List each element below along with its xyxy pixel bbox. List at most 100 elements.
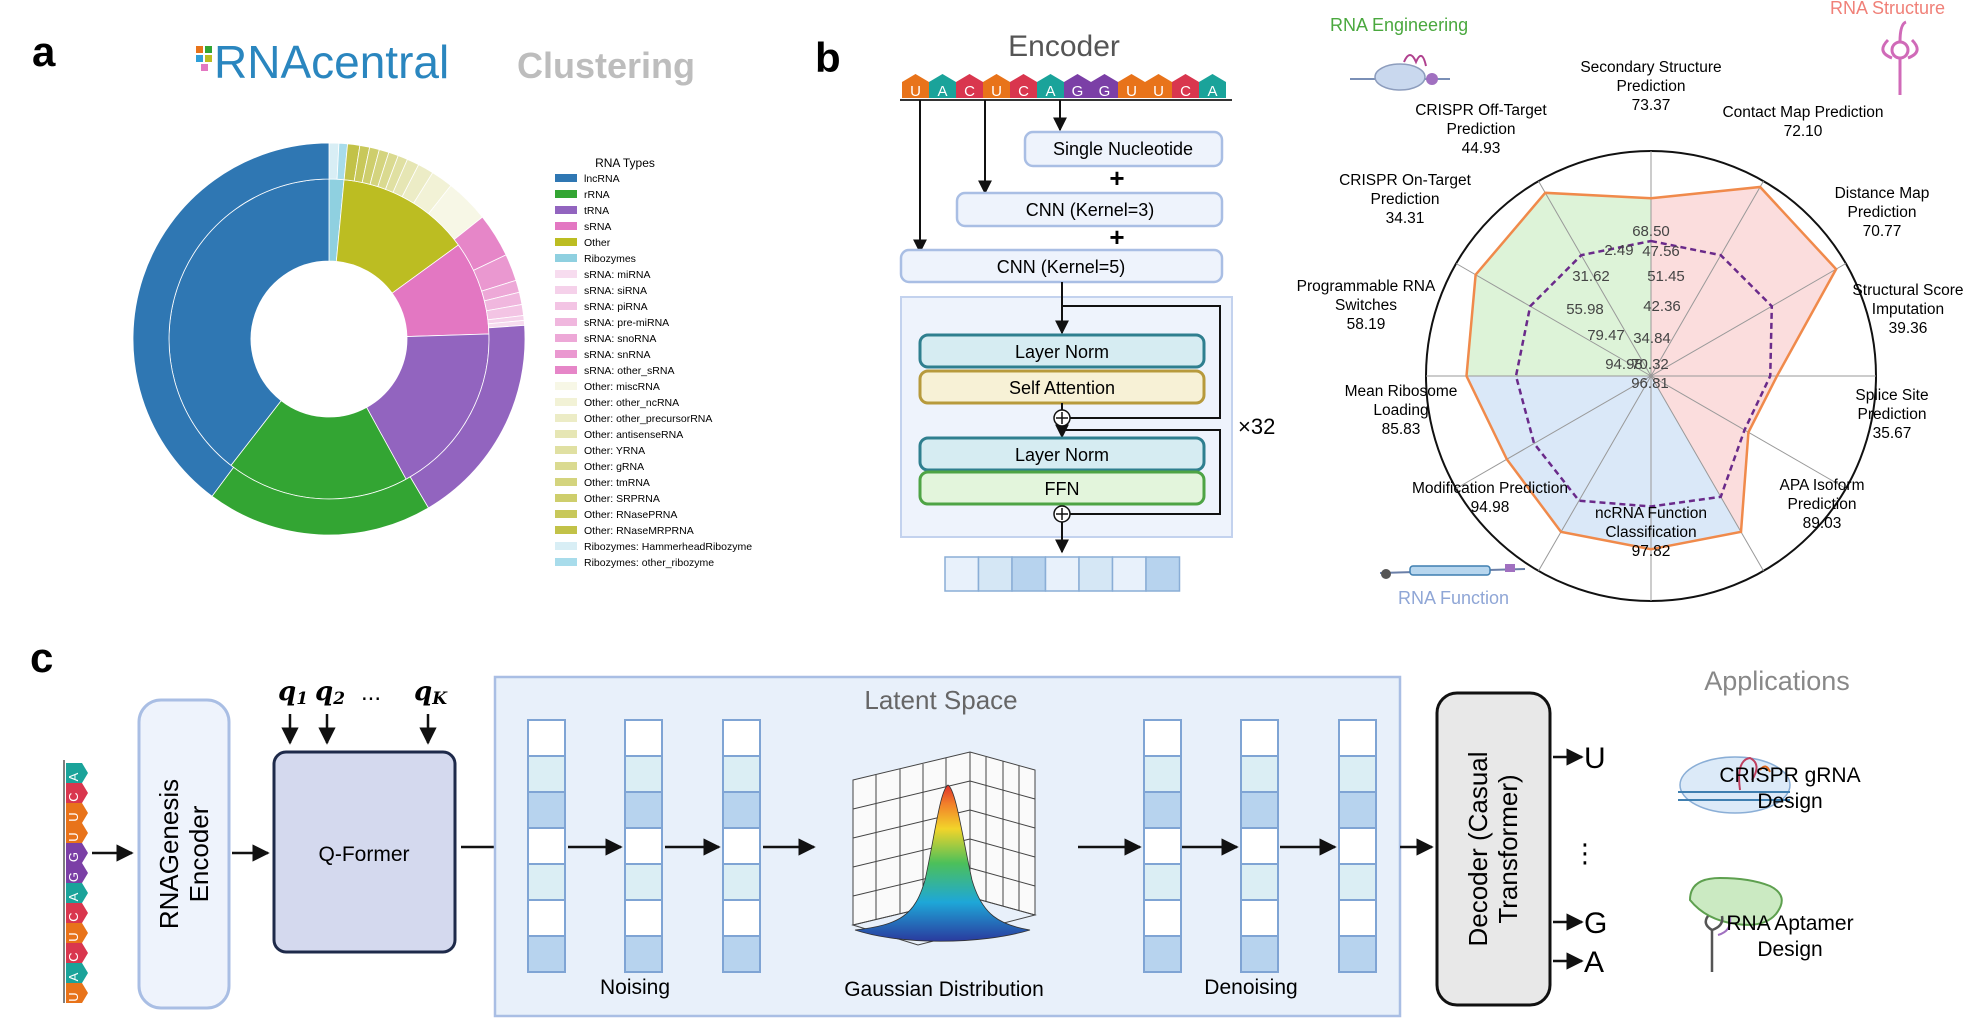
embedding-cell — [1011, 556, 1047, 592]
latent-cell — [1143, 863, 1182, 901]
latent-cell — [624, 935, 663, 973]
ffn-block: FFN — [918, 470, 1206, 506]
legend-swatch — [555, 462, 577, 470]
radar-inner-value: 51.45 — [1647, 268, 1685, 285]
rnacentral-logo-text: RNAcentral — [214, 36, 449, 88]
clustering-title: Clustering — [517, 45, 695, 86]
nucleotide-letter: U — [991, 83, 1002, 100]
nucleotide-tile — [1091, 74, 1118, 98]
latent-cell — [1143, 935, 1182, 973]
latent-cell — [1338, 935, 1377, 973]
legend-swatch — [555, 190, 577, 198]
radar-axis-value: 72.10 — [1784, 123, 1823, 140]
nucleotide-letter: U — [1126, 83, 1137, 100]
sunburst-outer-segment — [132, 142, 330, 497]
nucleotide-tile — [1037, 74, 1064, 98]
rna-function-icon — [1379, 564, 1526, 579]
latent-cell — [722, 863, 761, 901]
output-token-dots: ⋮ — [1572, 838, 1598, 868]
legend-entry: Other: SRPRNA — [584, 493, 660, 505]
sunburst-legend: RNA Types lncRNArRNAtRNAsRNAOtherRibozym… — [555, 156, 752, 569]
latent-cell — [1143, 827, 1182, 865]
latent-cell — [527, 791, 566, 829]
layer-norm-2-label: Layer Norm — [1015, 445, 1109, 465]
legend-swatch — [555, 302, 577, 310]
encoder-title: Encoder — [1008, 30, 1120, 63]
embedding-cell — [1111, 556, 1147, 592]
radar-spoke — [1538, 375, 1652, 572]
nucleotide-tile — [1172, 74, 1199, 98]
sequence-letter: C — [66, 792, 81, 801]
latent-vector-columns — [527, 719, 1377, 973]
denoising-label: Denoising — [1204, 976, 1297, 999]
sunburst-chart — [132, 142, 526, 536]
latent-cell — [1143, 791, 1182, 829]
decoder-label: Decoder (CasualTransformer) — [1463, 751, 1523, 946]
legend-swatch — [555, 334, 577, 342]
embedding-cell — [1145, 556, 1181, 592]
legend-swatch — [555, 414, 577, 422]
output-tokens: U ⋮ G A — [1553, 742, 1607, 979]
single-nucleotide-block: Single Nucleotide — [1023, 130, 1224, 168]
sequence-tile — [66, 823, 88, 843]
panel-a-letter: a — [32, 28, 56, 75]
latent-cell — [624, 755, 663, 793]
plus-sign-1: + — [1109, 163, 1124, 193]
legend-title: RNA Types — [595, 156, 655, 170]
legend-entry: tRNA — [584, 205, 609, 217]
nucleotide-tile — [956, 74, 983, 98]
gaussian-distribution-label: Gaussian Distribution — [844, 978, 1044, 1001]
legend-entry: Ribozymes: HammerheadRibozyme — [584, 541, 752, 553]
latent-cell — [1143, 899, 1182, 937]
output-token-g: G — [1584, 907, 1607, 940]
radar-axis-value: 70.77 — [1863, 223, 1902, 240]
self-attention-label: Self Attention — [1009, 378, 1115, 398]
latent-cell — [1240, 719, 1279, 757]
radar-inner-value: 31.62 — [1572, 268, 1610, 285]
latent-cell — [624, 863, 663, 901]
radar-axis-value: 58.19 — [1347, 316, 1386, 333]
legend-swatch — [555, 350, 577, 358]
nucleotide-letter: C — [964, 83, 975, 100]
radar-axis-value: 94.98 — [1471, 499, 1510, 516]
query-qk: qK — [414, 677, 448, 709]
latent-cell — [722, 827, 761, 865]
sequence-letter: A — [66, 892, 81, 901]
legend-entry: Other: other_ncRNA — [584, 397, 679, 409]
latent-cell — [624, 827, 663, 865]
noising-label: Noising — [600, 976, 670, 999]
sequence-letter: C — [66, 952, 81, 961]
nucleotide-letter: A — [1207, 83, 1217, 100]
radar-inner-value: 34.84 — [1633, 330, 1671, 347]
nucleotide-letter: G — [1072, 83, 1084, 100]
rna-engineering-icon — [1350, 54, 1450, 91]
rna-structure-label: RNA Structure — [1830, 0, 1945, 18]
query-q1: q1 — [278, 677, 308, 709]
latent-cell — [722, 755, 761, 793]
sequence-tile — [66, 783, 88, 803]
sequence-tile — [66, 983, 88, 1003]
query-tokens: q1 q2 ... qK — [278, 677, 448, 745]
legend-entry: Other: tmRNA — [584, 477, 650, 489]
legend-swatch — [555, 382, 577, 390]
transformer-block: Layer Norm Self Attention Layer Norm FFN — [900, 282, 1233, 538]
residual-add-1-icon — [1053, 409, 1071, 427]
sequence-tile — [66, 803, 88, 823]
cnn-kernel5-block: CNN (Kernel=5) — [899, 248, 1224, 284]
ffn-label: FFN — [1045, 479, 1080, 499]
latent-cell — [527, 755, 566, 793]
nucleotide-letter: C — [1180, 83, 1191, 100]
legend-entry: sRNA — [584, 221, 611, 233]
legend-entry: Ribozymes: other_ribozyme — [584, 557, 714, 569]
latent-cell — [1338, 719, 1377, 757]
legend-entry: sRNA: piRNA — [584, 301, 648, 313]
legend-swatch — [555, 526, 577, 534]
nucleotide-letter: G — [1099, 83, 1111, 100]
aptamer-app-icon — [1688, 876, 1783, 972]
gaussian-3d-plot — [851, 751, 1037, 946]
